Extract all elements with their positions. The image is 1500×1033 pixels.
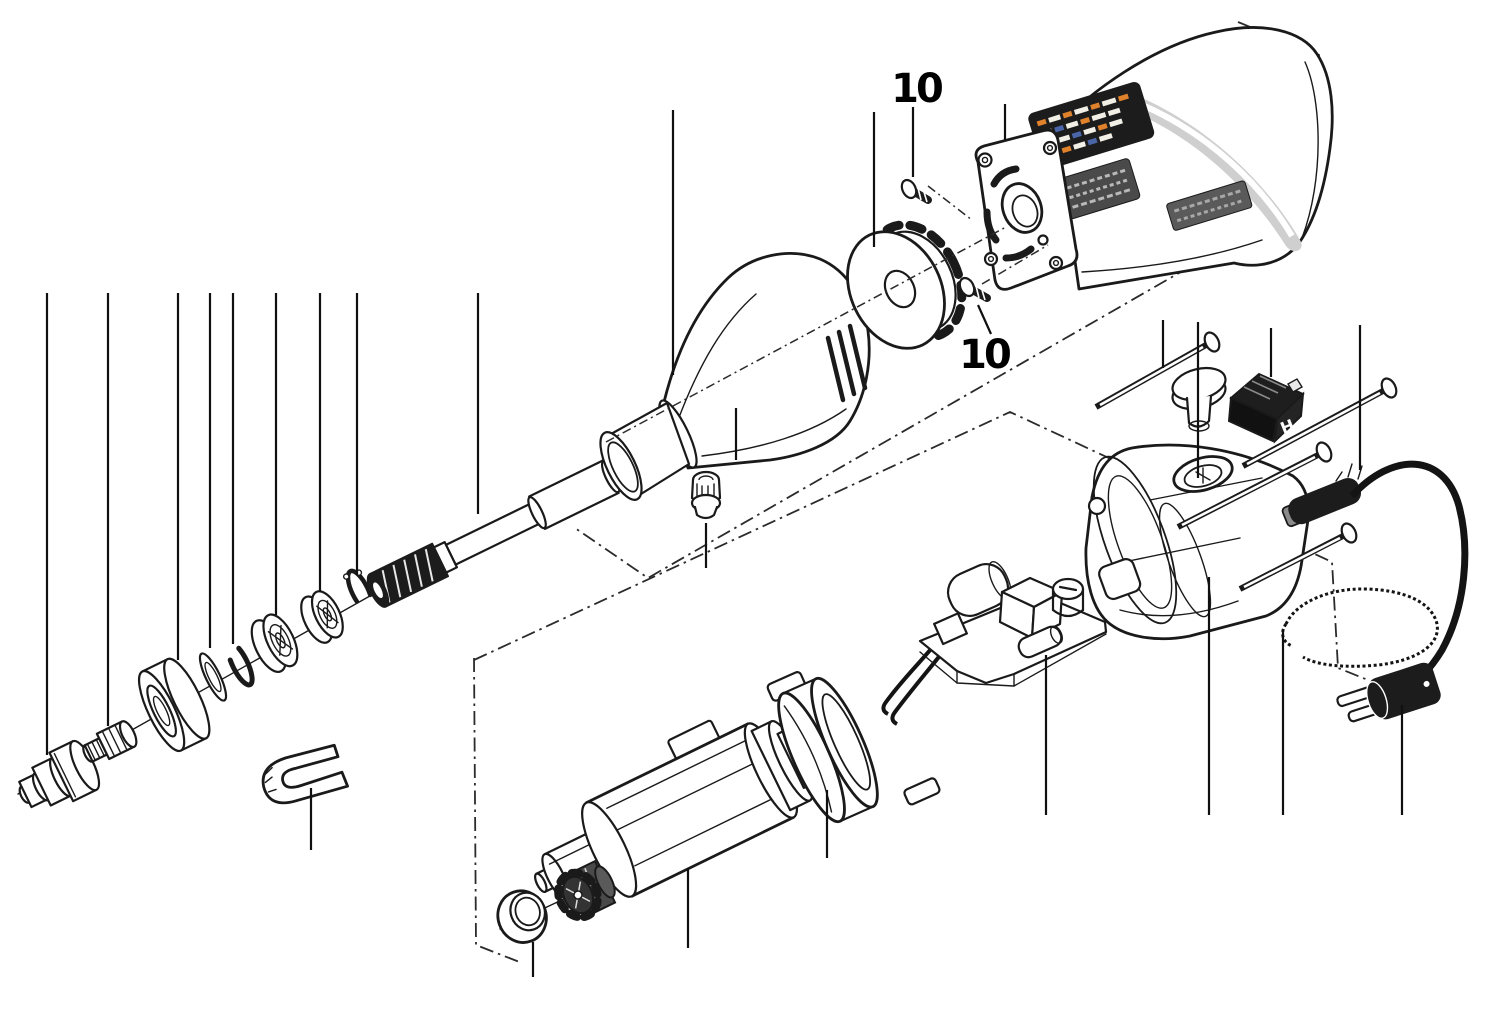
fan-disc (846, 230, 946, 350)
bearing-cap-ring (137, 657, 211, 753)
housing-foot (1098, 558, 1142, 601)
screw2-axis (981, 244, 1049, 285)
washer (198, 652, 228, 702)
pinion-gear (554, 859, 617, 922)
housing-vent-band (1166, 180, 1253, 231)
switch-h-marking: H (1278, 415, 1298, 438)
chuck-cap (18, 739, 101, 809)
small-capacitor (1017, 625, 1063, 659)
phantom-lower-right-boundary (473, 411, 1369, 681)
gear-case-housing (599, 252, 871, 501)
c-washer (225, 640, 255, 688)
screw-10-upper (900, 178, 932, 204)
power-plug (1336, 662, 1441, 723)
motor-housing (974, 26, 1334, 291)
power-switch: H (1227, 372, 1305, 444)
callout-10-upper: 10 (891, 66, 942, 112)
coupling-nut (690, 470, 722, 520)
snap-ring (342, 568, 375, 614)
power-cord (1349, 460, 1469, 679)
phantom-lower-left-boundary (473, 657, 523, 964)
pcb-connector (933, 612, 968, 646)
axis-lines (605, 185, 1049, 443)
collet-nut (82, 720, 138, 763)
switch-pcb-assembly (881, 560, 1108, 726)
ball-bearing-front (250, 613, 299, 673)
spindle-shaft (366, 459, 621, 608)
leader-lines (45, 104, 1404, 977)
grommet-ring (496, 889, 548, 944)
screw-10-lower (958, 276, 991, 302)
bolt-1 (1094, 331, 1221, 410)
field-housing (1084, 443, 1310, 641)
cord-protector (1281, 463, 1363, 528)
brush-holder-ring (766, 671, 941, 824)
knob-hole (1172, 455, 1234, 493)
bolt-4 (1238, 522, 1358, 592)
ball-bearing-rear (300, 590, 344, 644)
bolt-3 (1176, 441, 1333, 530)
housing-front-plate (974, 128, 1079, 291)
callout-10-lower: 10 (959, 332, 1010, 378)
retaining-clip (261, 743, 349, 805)
capacitor (946, 560, 1012, 617)
potentiometer (1051, 577, 1085, 618)
brand-label (1058, 158, 1141, 220)
screw1-axis (927, 185, 973, 221)
